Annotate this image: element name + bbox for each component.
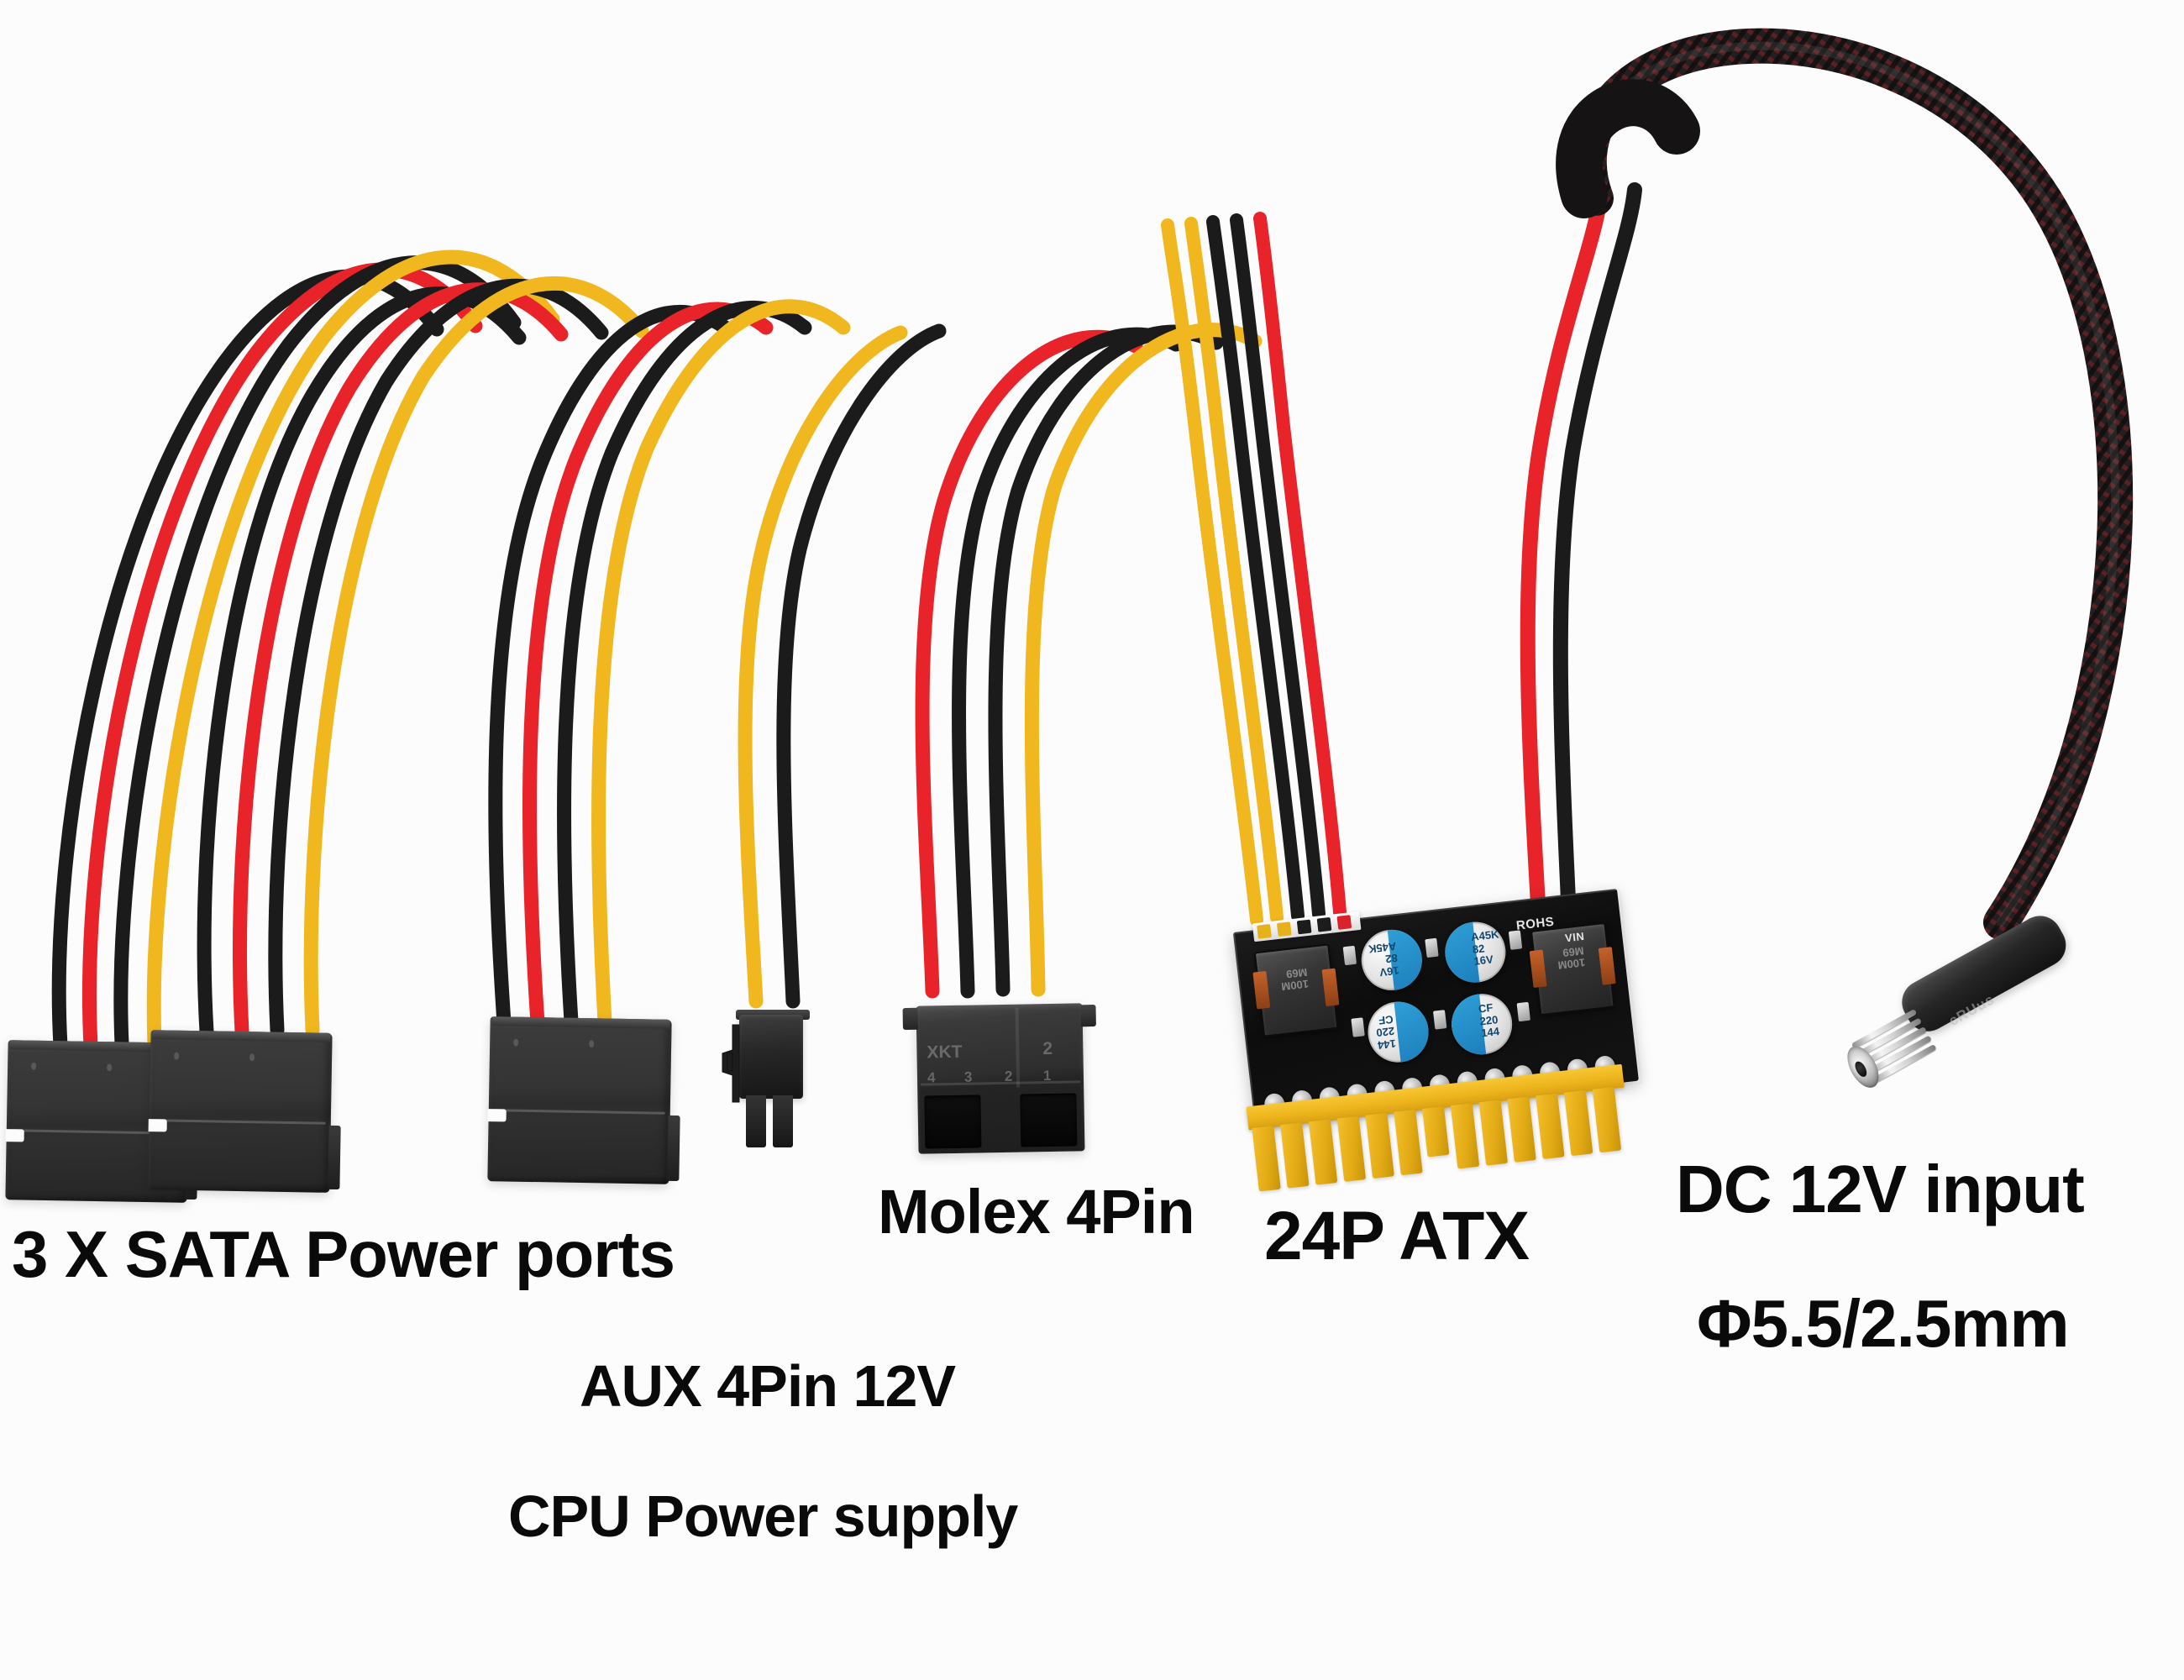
capacitor-bottom-left: 144 220 CF [1364,998,1432,1066]
capacitor-bottom-right: CF 220 144 [1448,990,1515,1058]
aux-connector-body [739,1015,803,1099]
sata-side-tab [667,1115,680,1182]
aux-leg [773,1095,793,1147]
molex-pin-slot [924,1095,982,1149]
aux-connector-legs [746,1095,798,1147]
inductor-left-code-1: 100M [1280,977,1310,994]
inductor-coil [1252,970,1271,1010]
molex-pin-slot [1020,1093,1078,1147]
barrel-center-pin-hole [1852,1059,1869,1079]
molex-wire-bundle [915,323,1263,999]
sata-wire-bundle-3 [488,299,851,1031]
atx-pin-tooth [1308,1119,1338,1185]
smd-pad [1432,1010,1447,1030]
capacitor-top-right: A45K 82 16V [1441,918,1509,986]
sata-keying-notch [5,1129,24,1142]
sata-power-connector-2[interactable] [148,1030,341,1193]
atx-pin-tooth [1365,1112,1394,1179]
atx-pin-tooth [1394,1109,1423,1176]
capacitor-polarity-band [1394,998,1432,1063]
cap3-line1: CF [1378,1012,1394,1027]
sata-wire-bundle-2 [197,276,649,1039]
atx-pin-tooth [1252,1126,1281,1192]
dc-atx-pcb-module[interactable]: 100M M69 100M M69 16V 82 A45K [1207,879,1674,1217]
label-barrel-size: Φ5.5/2.5mm [1697,1286,2070,1361]
jst-pin-red [1336,915,1352,930]
molex-side-ear [1080,1005,1096,1027]
smd-pad [1351,1017,1365,1037]
label-24p-atx: 24P ATX [1264,1198,1530,1274]
inductor-left: 100M M69 [1252,943,1340,1037]
sata-keying-notch [487,1108,507,1122]
sata-power-connector-3[interactable] [487,1016,680,1184]
label-cpu-power-supply: CPU Power supply [508,1483,1018,1549]
molex-side-ear [902,1007,918,1031]
jst-pin-yellow-1 [1257,924,1272,939]
dc-input-wires [1520,182,1642,927]
jst-pin-yellow-2 [1276,921,1292,937]
aux-leg [746,1095,766,1147]
atx-pin-tooth [1563,1089,1593,1157]
capacitor-top-left: 16V 82 A45K [1357,927,1425,994]
aux-4pin-connector[interactable] [716,1010,833,1158]
molex-molding-text: XKT [927,1042,963,1063]
label-aux-4pin-12v: AUX 4Pin 12V [580,1353,956,1419]
atx-pin-tooth [1478,1100,1509,1166]
smd-pad [1342,945,1357,966]
smd-pad [1425,937,1439,958]
label-dc-12v-input: DC 12V input [1676,1152,2085,1226]
braided-dc-cable [1571,28,2134,940]
label-sata-power-ports: 3 X SATA Power ports [12,1217,675,1291]
cap2-line3: 16V [1473,953,1494,968]
sata-wire-bundle-1 [51,249,560,1053]
inductor-right-code-2: M69 [1562,944,1585,960]
braided-cable-highlight [1584,41,2120,927]
cap4-line3: 144 [1480,1025,1500,1040]
inductor-coil [1321,968,1340,1007]
heatshrink-junction [1556,79,1700,218]
atx-pin-tooth [1536,1093,1565,1160]
silkscreen-vin: VIN [1564,929,1586,945]
inductor-coil [1529,949,1547,989]
molex-corner-number: 2 [1042,1038,1053,1059]
inductor-left-code-2: M69 [1285,966,1309,981]
aux-latch-clip [722,1024,740,1103]
molex-4pin-connector[interactable]: XKT 4 3 2 1 2 [902,1003,1096,1154]
aux-wire-bundle [738,323,947,1009]
jst-pin-black-2 [1316,916,1332,932]
atx-pin-tooth [1507,1096,1536,1163]
sata-side-tab [328,1126,341,1190]
cap3-line2: 220 [1375,1025,1395,1040]
smd-pad [1508,930,1523,950]
board-input-wires [1161,212,1347,927]
atx-pin-tooth [1280,1122,1310,1189]
cap1-line1: A45K [1368,939,1398,956]
dc-barrel-plug[interactable]: cRUus [1840,908,2100,1121]
atx-pin-tooth [1336,1116,1367,1183]
atx-pin-tooth [1592,1086,1622,1153]
inductor-coil [1598,947,1616,985]
sata-keying-notch [148,1119,167,1132]
inductor-right-code-1: 100M [1557,956,1586,972]
atx-pin-tooth [1422,1106,1450,1158]
smd-pad [1516,1001,1530,1022]
jst-pin-black-1 [1296,919,1312,935]
label-molex-4pin: Molex 4Pin [878,1177,1195,1247]
atx-pin-tooth [1450,1103,1480,1169]
